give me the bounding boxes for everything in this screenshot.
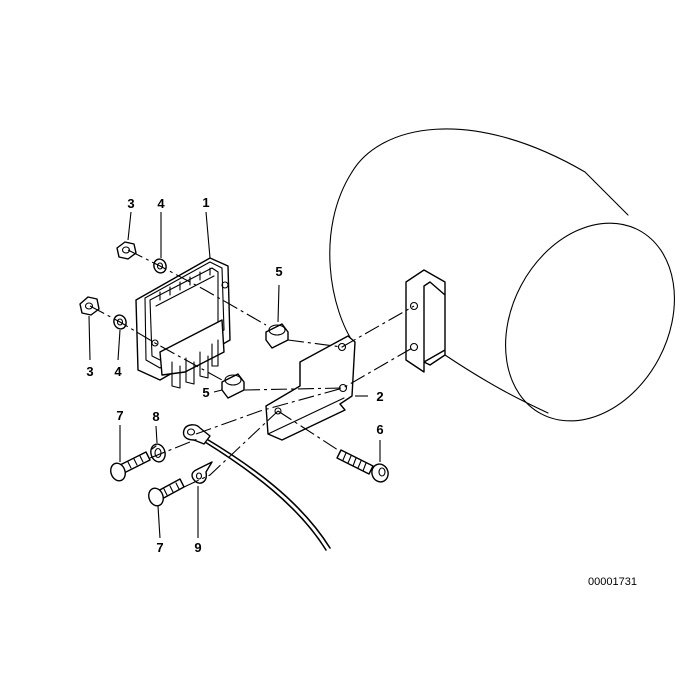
callout-6: 6 <box>376 422 383 437</box>
callout-2: 2 <box>376 389 383 404</box>
regulator-module <box>135 257 231 389</box>
rubber-spacer-lower <box>221 373 245 399</box>
bolt-upper <box>110 451 151 482</box>
callout-7-lower: 7 <box>156 540 163 555</box>
callout-8: 8 <box>152 409 159 424</box>
callout-3-upper: 3 <box>127 196 134 211</box>
cylinder-housing <box>329 128 675 422</box>
callout-4-lower: 4 <box>114 364 122 379</box>
lock-washer <box>150 443 166 463</box>
callout-5-lower: 5 <box>202 385 209 400</box>
module-connector <box>159 319 225 389</box>
callout-1: 1 <box>202 195 209 210</box>
module-cooling-fins <box>155 267 215 307</box>
ground-cable <box>182 424 331 551</box>
hex-nut-lower <box>79 296 100 316</box>
callout-9: 9 <box>194 540 201 555</box>
callout-3-lower: 3 <box>86 364 93 379</box>
mounting-bracket <box>265 335 356 441</box>
callout-7-upper: 7 <box>116 408 123 423</box>
assembly-lines <box>89 249 415 488</box>
bolt-lower <box>148 478 185 507</box>
callout-4-upper: 4 <box>157 196 165 211</box>
document-id: 00001731 <box>588 576 637 588</box>
callouts: 1 2 3 3 4 4 5 5 6 7 7 8 9 <box>86 195 383 555</box>
leader-lines <box>88 211 381 539</box>
callout-5-upper: 5 <box>275 264 282 279</box>
hex-nut-upper <box>116 241 137 260</box>
cylinder-mount-bracket <box>405 269 446 373</box>
long-bolt <box>336 449 389 483</box>
rubber-spacer-upper <box>265 323 289 349</box>
